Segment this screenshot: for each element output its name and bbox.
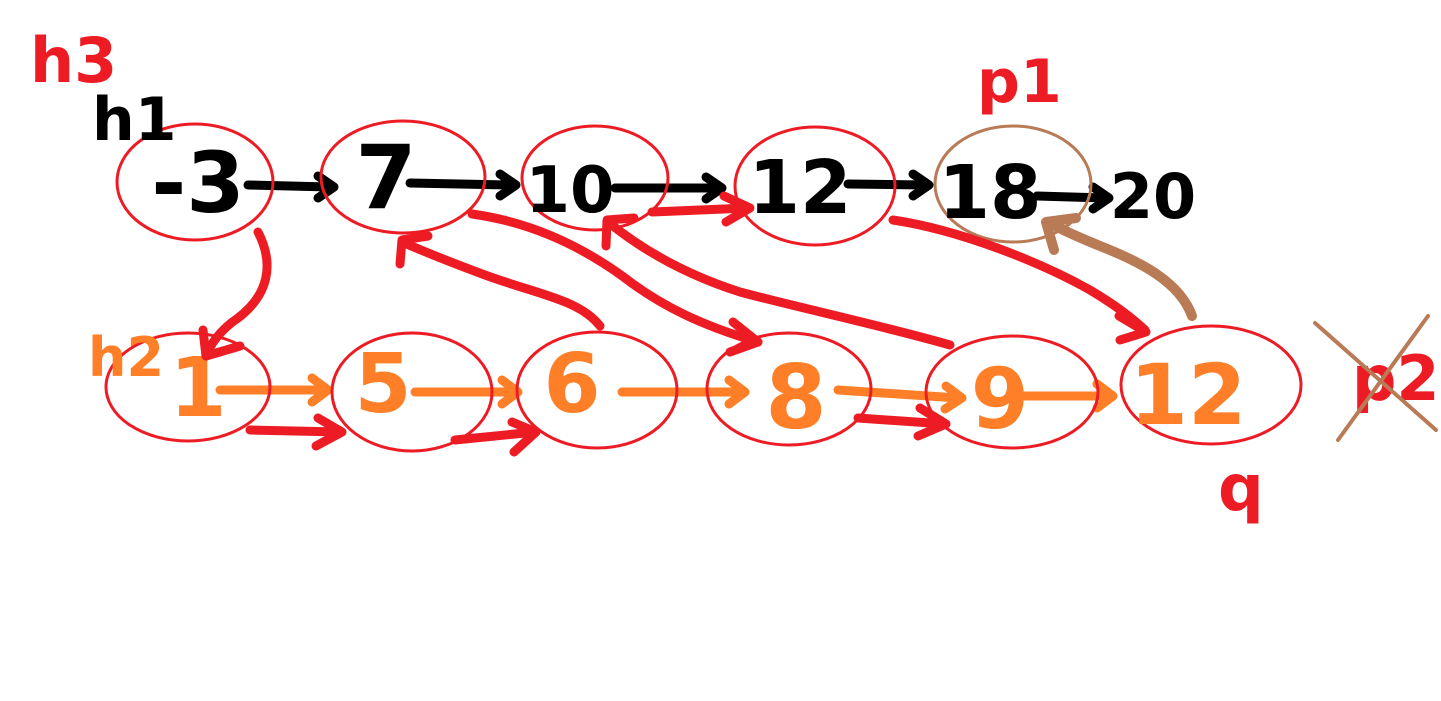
label-h2: h2 [88, 326, 164, 389]
merge-arrow [395, 231, 605, 331]
list2-node-circle [1119, 324, 1303, 446]
list2-arrow [617, 375, 750, 409]
list2-arrow [410, 375, 523, 409]
merge-arrow [647, 191, 755, 227]
merge-arrows [198, 191, 1151, 457]
merge-arrow [450, 417, 541, 457]
list1-node-value: 12 [749, 145, 852, 231]
list2-node-circle [705, 331, 873, 447]
merge-arrow [888, 215, 1151, 345]
list2-node-circle [330, 331, 494, 453]
list2-arrow [833, 381, 967, 414]
list1-node-value: 7 [355, 126, 416, 229]
label-p1: p1 [977, 47, 1062, 117]
list1-node-circle-p1 [933, 124, 1093, 244]
label-h1: h1 [92, 85, 176, 155]
list1-node-value: -3 [151, 134, 244, 232]
list2-node-circle [515, 330, 679, 450]
list2-node-circle [924, 334, 1100, 450]
list2-node-value: 5 [354, 337, 411, 432]
list1-node-circle [733, 125, 897, 247]
list1-node-circle [520, 124, 670, 232]
list2-arrow [215, 373, 333, 407]
merge-arrow [853, 403, 951, 441]
list1-arrow [405, 169, 521, 201]
list1-node-circle [319, 119, 487, 235]
list2-node-circle [104, 331, 272, 443]
list1-node-value: 18 [939, 150, 1042, 236]
merge-arrow [467, 209, 763, 357]
merge-arrow [245, 413, 347, 451]
list2-node-value: 12 [1130, 346, 1247, 444]
p2-crossed-out-icon [1313, 314, 1438, 442]
merge-arrow [601, 213, 955, 350]
list1-arrow [843, 169, 934, 201]
list2-node-value: 8 [765, 346, 826, 449]
list1-arrow [243, 171, 339, 203]
list2: 1 5 6 8 9 12 [104, 324, 1303, 453]
brown-arrow [1041, 213, 1197, 321]
list1-arrow [1032, 182, 1114, 214]
list2-arrow [1020, 379, 1118, 413]
list1-node-circle [115, 122, 275, 242]
list1: -3 7 10 12 18 20 [115, 119, 1196, 247]
label-q: q [1218, 452, 1264, 526]
list1-node-value: 10 [525, 154, 614, 228]
list1-node-value: 20 [1110, 160, 1196, 233]
merge-arrow [198, 227, 272, 361]
list2-node-value: 9 [971, 350, 1029, 448]
list2-node-value: 6 [543, 337, 600, 432]
label-h3: h3 [30, 24, 117, 97]
